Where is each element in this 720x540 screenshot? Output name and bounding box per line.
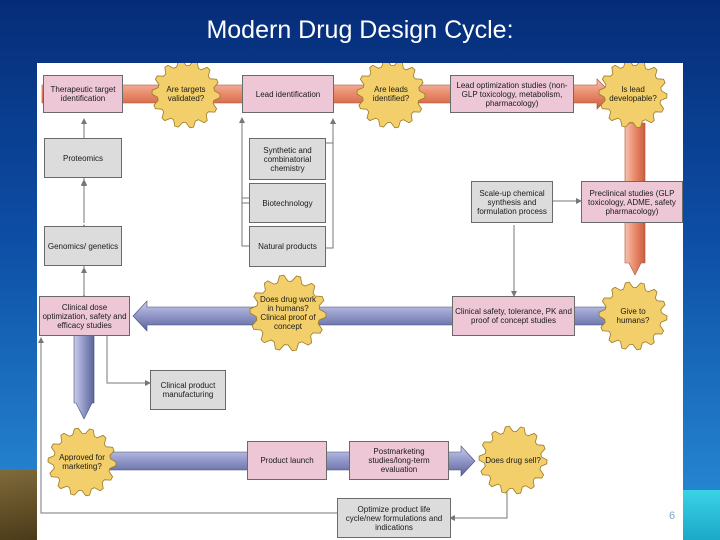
slide-title: Modern Drug Design Cycle: bbox=[206, 16, 514, 44]
gear-shapes bbox=[47, 63, 668, 497]
connector-line bbox=[106, 335, 151, 386]
box-genomics: Genomics/ genetics bbox=[44, 226, 122, 266]
box-clinical-safety: Clinical safety, tolerance, PK and proof… bbox=[452, 296, 575, 336]
gear-approved-marketing: Approved for marketing? bbox=[59, 453, 105, 471]
box-synthetic-chemistry: Synthetic and combinatorial chemistry bbox=[249, 138, 326, 180]
connector-line bbox=[239, 117, 249, 199]
gear-drug-sell: Does drug sell? bbox=[485, 455, 541, 465]
decoration-left bbox=[0, 470, 40, 540]
box-lead-identification: Lead identification bbox=[242, 75, 334, 113]
connector-line bbox=[241, 198, 249, 247]
blue-arrow-left bbox=[73, 332, 95, 420]
gear-leads-identified-shape bbox=[356, 63, 426, 129]
decoration-right bbox=[678, 490, 720, 540]
flow-arrows bbox=[38, 63, 668, 521]
diagram-panel: Therapeutic target identification Lead i… bbox=[37, 63, 683, 540]
gear-lead-developable-shape bbox=[598, 63, 668, 129]
gear-drug-work: Does drug work in humans? Clinical proof… bbox=[259, 295, 317, 331]
box-scaleup: Scale-up chemical synthesis and formulat… bbox=[471, 181, 553, 223]
gear-leads-identified: Are leads identified? bbox=[372, 85, 410, 103]
box-lead-optimization: Lead optimization studies (non-GLP toxic… bbox=[450, 75, 574, 113]
gear-give-humans-shape bbox=[598, 281, 668, 351]
box-preclinical: Preclinical studies (GLP toxicology, ADM… bbox=[581, 181, 683, 223]
gear-approved-marketing-shape bbox=[47, 427, 117, 497]
gear-targets-validated: Are targets validated? bbox=[166, 85, 206, 103]
connector-line bbox=[38, 337, 337, 514]
box-postmarketing: Postmarketing studies/long-term evaluati… bbox=[349, 441, 449, 480]
box-clinical-manufacturing: Clinical product manufacturing bbox=[150, 370, 226, 410]
box-target-identification: Therapeutic target identification bbox=[43, 75, 123, 113]
box-clinical-dose: Clinical dose optimization, safety and e… bbox=[39, 296, 130, 336]
gear-targets-validated-shape bbox=[151, 63, 221, 129]
box-natural-products: Natural products bbox=[249, 226, 326, 267]
slide-number: 6 bbox=[669, 510, 676, 522]
gear-drug-work-shape bbox=[249, 274, 327, 352]
box-product-launch: Product launch bbox=[247, 441, 327, 480]
box-biotechnology: Biotechnology bbox=[249, 183, 326, 223]
gear-lead-developable: Is lead developable? bbox=[609, 85, 657, 103]
gear-give-humans: Give to humans? bbox=[616, 307, 650, 325]
box-optimize-life-cycle: Optimize product life cycle/new formulat… bbox=[337, 498, 451, 538]
connector-line bbox=[326, 142, 334, 249]
box-proteomics: Proteomics bbox=[44, 138, 122, 178]
gear-drug-sell-shape bbox=[478, 425, 548, 495]
